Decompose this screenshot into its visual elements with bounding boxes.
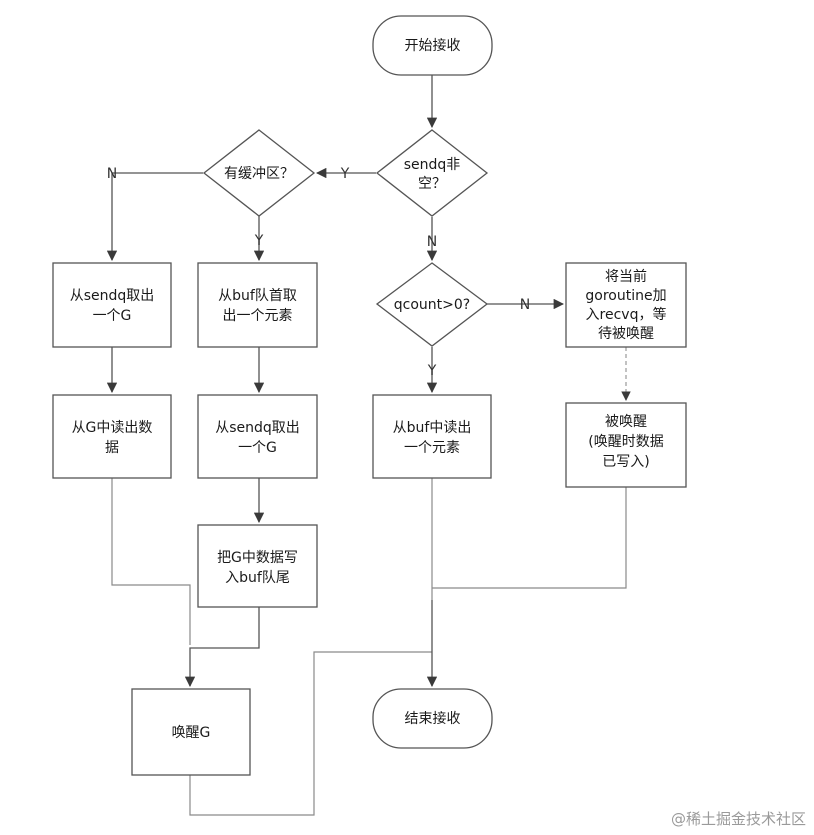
node-start: 开始接收 (372, 15, 493, 76)
edge-label-qcount-yes: Y (427, 363, 437, 379)
node-woken-line-3: 已写入) (602, 454, 649, 470)
edge-label-sendq-yes: Y (340, 166, 350, 182)
node-take-g-a-line-2: 一个G (93, 308, 132, 324)
node-read-from-buf-line-2: 一个元素 (404, 440, 460, 456)
connectors (106, 75, 631, 816)
node-start-label: 开始接收 (405, 37, 461, 54)
node-woken-line-2: (唤醒时数据 (588, 433, 663, 450)
node-qcount-check: qcount>0? (375, 262, 489, 347)
node-write-tail-line-2: 入buf队尾 (225, 570, 290, 586)
node-end-label: 结束接收 (405, 710, 461, 727)
edge-buffer-to-take-g (106, 172, 203, 262)
node-read-from-buf-line-1: 从buf中读出 (393, 419, 472, 436)
node-sendq-check: sendq非 空？ (375, 129, 489, 217)
node-enqueue-recvq-line-1: 将当前 (605, 268, 647, 285)
node-woken-line-1: 被唤醒 (605, 413, 647, 430)
edge-label-buffer-no: N (107, 166, 117, 182)
edge-labels: Y N N Y N Y (107, 166, 530, 379)
node-write-g-to-buf-tail: 把G中数据写 入buf队尾 (197, 524, 318, 608)
node-wake-g-label: 唤醒G (172, 724, 211, 741)
edge-label-buffer-yes: Y (254, 233, 264, 249)
node-take-buf-head-line-1: 从buf队首取 (218, 288, 297, 304)
node-buffer-check: 有缓冲区？ (202, 129, 316, 217)
node-enqueue-recvq-line-3: 入recvq，等 (586, 306, 667, 323)
node-take-g-a-line-1: 从sendq取出 (70, 288, 155, 304)
node-buffer-check-label: 有缓冲区？ (224, 166, 294, 182)
node-qcount-check-label: qcount>0? (394, 297, 470, 313)
watermark: @稀土掘金技术社区 (671, 810, 806, 828)
node-write-tail-line-1: 把G中数据写 (217, 550, 298, 566)
node-enqueue-recvq-line-4: 待被唤醒 (598, 325, 654, 342)
edge-label-sendq-no: N (427, 234, 437, 250)
node-read-from-buf: 从buf中读出 一个元素 (372, 394, 492, 479)
node-read-from-g-line-1: 从G中读出数 (72, 419, 153, 436)
node-take-buf-head-line-2: 出一个元素 (223, 308, 293, 324)
edge-woken-to-end (432, 487, 627, 589)
edge-wake-to-end (189, 651, 432, 816)
edge-write-tail-to-wake (184, 607, 260, 688)
node-take-g-from-sendq-a: 从sendq取出 一个G (52, 262, 172, 348)
node-take-buf-head: 从buf队首取 出一个元素 (197, 262, 318, 348)
node-read-from-g: 从G中读出数 据 (52, 394, 172, 479)
node-enqueue-recvq-line-2: goroutine加 (585, 288, 666, 304)
node-take-g-b-line-2: 一个G (238, 440, 277, 456)
node-read-from-g-line-2: 据 (105, 440, 119, 456)
node-take-g-b-line-1: 从sendq取出 (215, 420, 300, 436)
node-enqueue-recvq: 将当前 goroutine加 入recvq，等 待被唤醒 (565, 262, 687, 348)
node-wake-g: 唤醒G (131, 688, 251, 776)
node-woken: 被唤醒 (唤醒时数据 已写入) (565, 402, 687, 488)
node-take-g-from-sendq-b: 从sendq取出 一个G (197, 394, 318, 479)
node-sendq-check-line-1: sendq非 (404, 157, 461, 173)
edge-label-qcount-no: N (520, 297, 530, 313)
node-end: 结束接收 (372, 688, 493, 749)
edge-read-g-to-wake (111, 478, 191, 645)
node-sendq-check-line-2: 空？ (418, 176, 446, 192)
